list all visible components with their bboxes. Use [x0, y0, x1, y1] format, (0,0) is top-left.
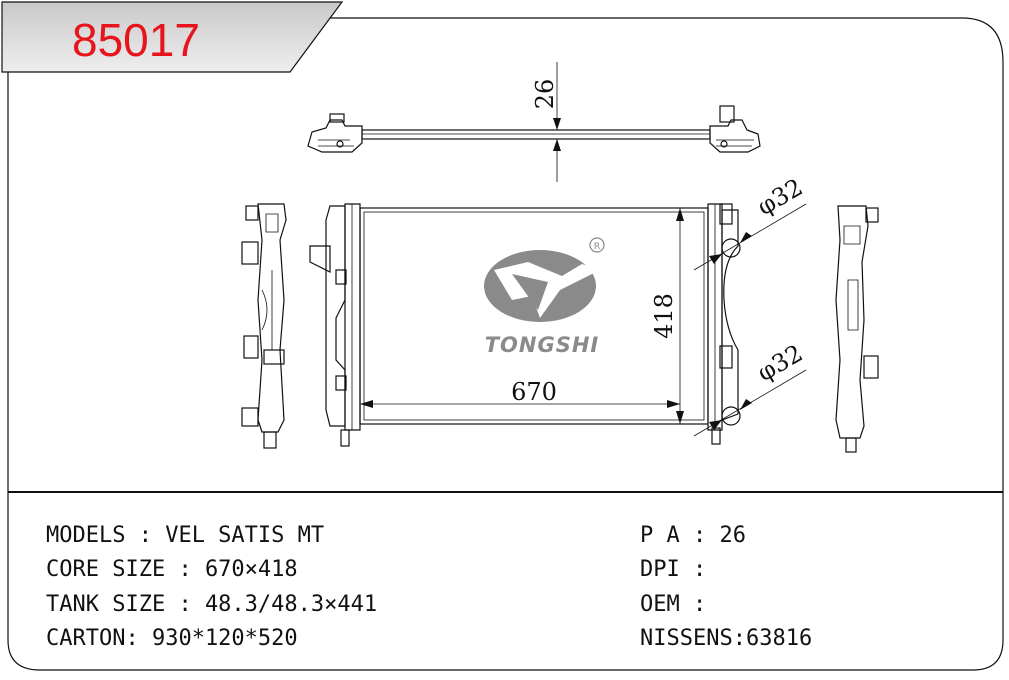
header-band — [1, 1, 344, 73]
spec-core-size: CORE SIZE : 670×418 — [46, 557, 298, 582]
top-view — [307, 62, 761, 182]
spec-list-right: P A : 26 DPI : OEM : NISSENS:63816 — [640, 523, 812, 651]
spec-dpi: DPI : — [640, 557, 706, 582]
part-number: 85017 — [72, 14, 200, 66]
spec-models: MODELS : VEL SATIS MT — [46, 523, 324, 548]
logo-text: TONGSHI — [485, 333, 600, 357]
dimension-pipe-bottom: φ32 — [752, 339, 807, 387]
spec-nissens: NISSENS:63816 — [640, 626, 812, 651]
dimension-thickness: 26 — [531, 79, 559, 110]
front-view — [309, 203, 807, 447]
spec-pa: P A : 26 — [640, 523, 746, 548]
dimension-pipe-top: φ32 — [752, 173, 807, 221]
spec-carton: CARTON: 930*120*520 — [46, 626, 298, 651]
left-side-view — [241, 203, 287, 449]
spec-list-left: MODELS : VEL SATIS MT CORE SIZE : 670×41… — [46, 523, 377, 651]
dimension-width: 670 — [511, 378, 557, 406]
right-side-view — [835, 205, 879, 453]
spec-oem: OEM : — [640, 592, 706, 617]
sheet-frame — [7, 17, 1004, 671]
dimension-height: 418 — [650, 293, 678, 339]
spec-tank-size: TANK SIZE : 48.3/48.3×441 — [46, 592, 377, 617]
tongshi-logo — [484, 237, 605, 322]
registered-mark: R — [594, 242, 600, 252]
